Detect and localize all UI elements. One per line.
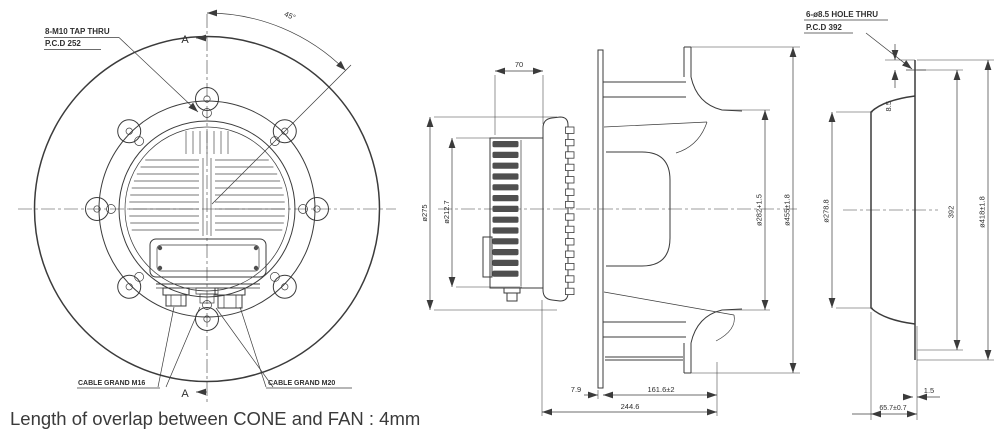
dim-278-text: ø278.8	[822, 199, 831, 222]
hole-label-line2: P.C.D 392	[806, 23, 842, 32]
cone-view: 6-ø8.5 HOLE THRU P.C.D 392 8.5 ø278.8 39…	[804, 10, 994, 420]
hole-leader	[865, 32, 913, 70]
gland-leader-right-1	[239, 306, 267, 388]
cable-gland-m20	[214, 287, 246, 309]
gland-leader-right-2	[215, 307, 274, 388]
motor-gland-body	[506, 292, 518, 302]
dim-282-text: ø282+1.5	[755, 194, 764, 226]
section-marker-bottom: A	[181, 388, 189, 400]
dim-15-text: 1.5	[924, 386, 934, 395]
dim-418-text: ø418±1.8	[978, 196, 987, 228]
section-marker-top: A	[181, 34, 189, 46]
angle-dim-text: 45°	[283, 9, 297, 22]
housing-rim-circle	[118, 120, 296, 298]
gland-label-left: CABLE GRAND M16	[78, 380, 145, 387]
screw	[253, 265, 259, 271]
side-view: 70 ø275 ø212.7 ø282+1.5 ø455±1.8 7.9 161…	[420, 46, 800, 416]
hole-label-line1: 6-ø8.5 HOLE THRU	[806, 10, 878, 19]
diagonal-45-line	[211, 64, 352, 205]
dim-392-text: 392	[947, 206, 956, 219]
flange-ribs	[565, 126, 575, 296]
dim-455-text: ø455±1.8	[783, 194, 792, 226]
dim-657-text: 65.7±0.7	[879, 405, 906, 412]
impeller-blades	[603, 121, 735, 361]
gland-leader-left-2	[165, 306, 201, 388]
flange-circle	[98, 100, 316, 318]
screw	[157, 265, 163, 271]
motor-cooling-fins-side	[492, 141, 519, 277]
terminal-box	[149, 238, 267, 278]
motor-cooling-fins-front	[129, 131, 285, 236]
dim-244-text: 244.6	[621, 402, 640, 411]
angle-dim-arc	[206, 9, 346, 71]
motor-terminal-box-side	[482, 236, 493, 278]
screw	[157, 245, 163, 251]
dim-70-text: 70	[515, 60, 523, 69]
front-view: 45° 8-M10 TAP THRU P.C.D 252 A A CABLE G…	[18, 9, 396, 404]
screw	[253, 245, 259, 251]
dim-79-text: 7.9	[571, 385, 581, 394]
gland-label-right: CABLE GRAND M20	[268, 380, 335, 387]
flange-lugs	[85, 87, 329, 331]
impeller-shroud	[683, 46, 743, 374]
dim-161-text: 161.6±2	[647, 385, 674, 394]
cone-profile	[870, 95, 916, 325]
tap-label-line2: P.C.D 252	[45, 39, 81, 48]
housing-inner-circle	[124, 126, 290, 292]
dim-275-text: ø275	[420, 204, 429, 221]
terminal-box-inner	[156, 244, 260, 272]
caption-text: Length of overlap between CONE and FAN :…	[10, 408, 420, 429]
tap-label-line1: 8-M10 TAP THRU	[45, 27, 110, 36]
gland-leader-left-1	[157, 306, 175, 388]
dim-85-text: 8.5	[884, 101, 893, 111]
center-connector	[195, 287, 219, 304]
tap-leader	[118, 37, 199, 113]
dim-212-text: ø212.7	[442, 200, 451, 223]
tap-holes	[106, 108, 308, 310]
cable-gland-m16	[162, 287, 190, 307]
motor-gland-top	[503, 287, 521, 294]
rotor-hub	[606, 151, 671, 267]
mounting-plate	[597, 49, 604, 389]
